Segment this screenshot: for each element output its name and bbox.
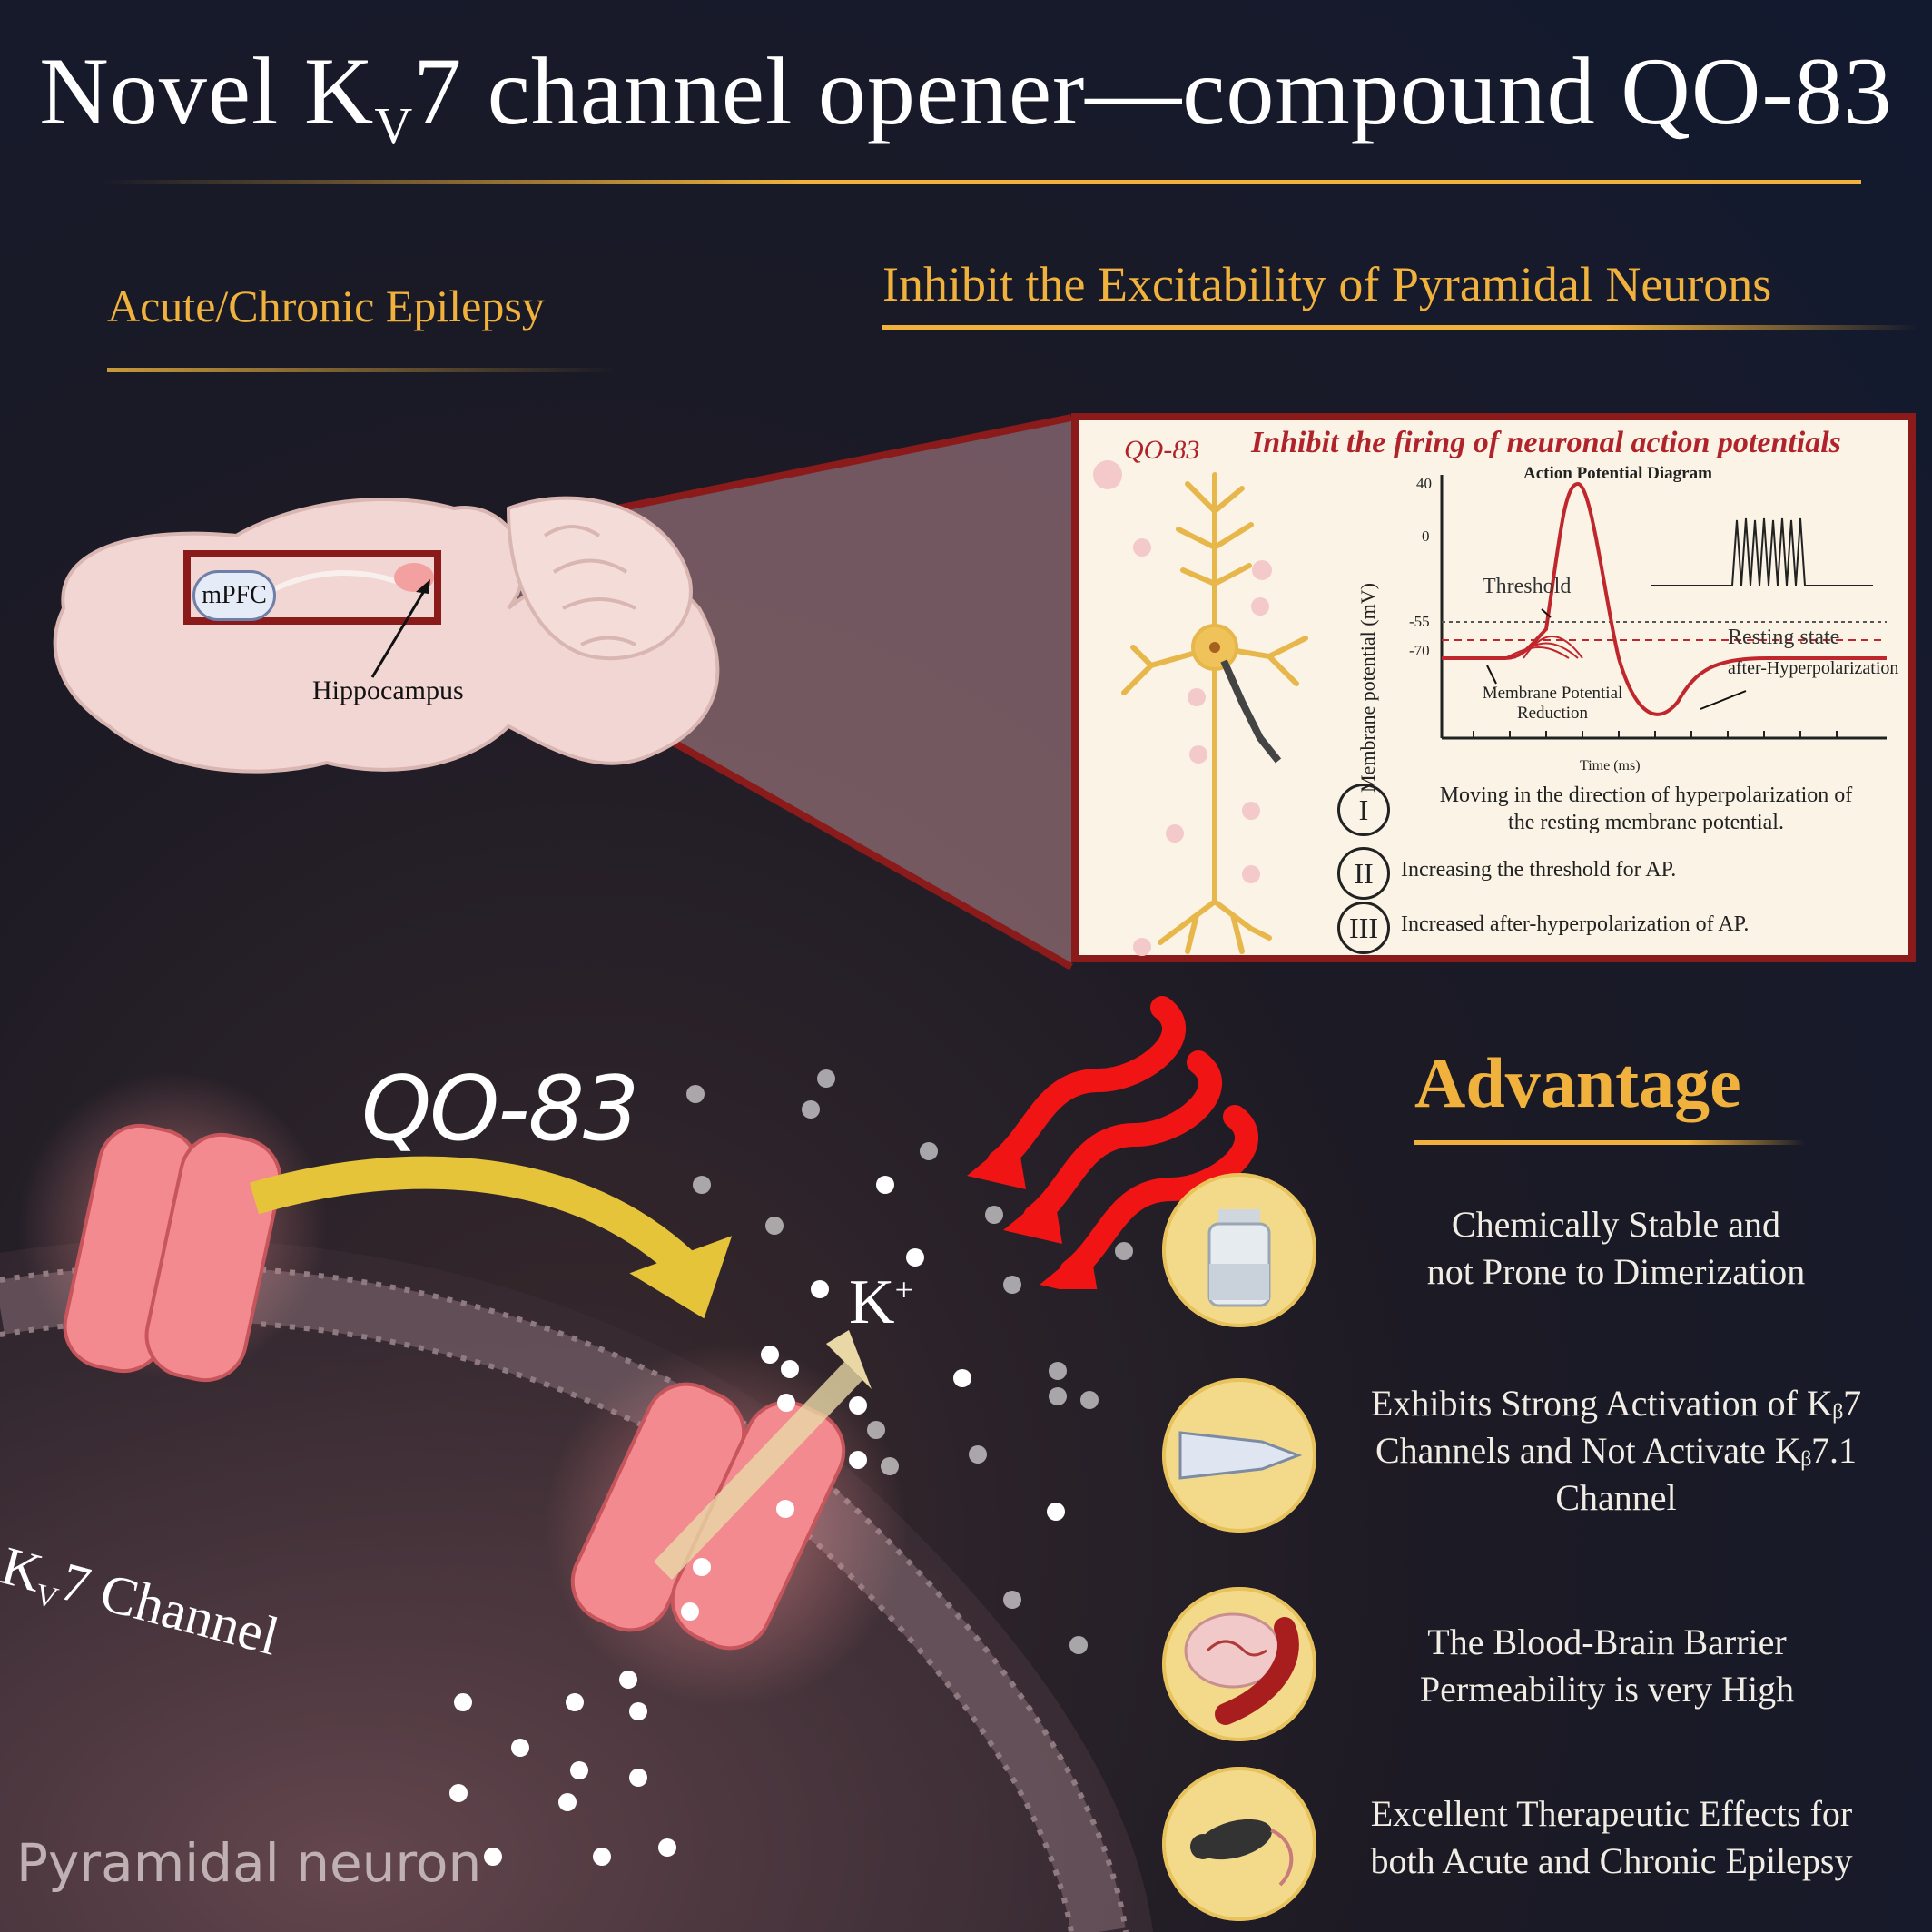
action-potential-trace [1442,481,1887,716]
bottle-icon [1162,1173,1316,1327]
right-heading: Inhibit the Excitability of Pyramidal Ne… [882,257,1772,311]
efflux-arrow [654,1362,862,1580]
mpfc-label: mPFC [192,570,276,621]
point-3-number: III [1337,902,1390,954]
tick-minus-70: -70 [1409,642,1430,659]
advantage-heading: Advantage [1414,1043,1741,1122]
page-title: Novel KV7 channel opener—compound QO-83 [39,38,1893,156]
resting-state-label: Resting state [1728,626,1840,649]
point-1-text: Moving in the direction of hyperpolariza… [1439,784,1853,834]
ahp-label: after-Hyperpolarization [1728,658,1899,678]
qo83-arrow [249,1156,702,1283]
mouse-icon [1162,1767,1316,1921]
action-potential-chart [1440,475,1887,740]
left-heading-rule [107,368,616,372]
threshold-label: Threshold [1483,575,1572,598]
panel-heading: Inhibit the firing of neuronal action po… [1251,426,1841,459]
pyramidal-neuron-label: Pyramidal neuron [16,1832,482,1894]
action-potential-panel: QO-83 Inhibit the firing of neuronal act… [1071,413,1916,962]
tick-40: 40 [1416,475,1432,492]
hippocampus-label: Hippocampus [312,675,464,705]
tick-minus-55: -55 [1409,613,1430,630]
red-wavy-arrows [967,996,1258,1289]
left-heading: Acute/Chronic Epilepsy [107,281,545,331]
zoom-box [183,550,441,625]
brain-graphic [53,414,1073,971]
hippocampus-pointer [370,586,429,678]
k-ions [449,1070,1133,1866]
brain-shape [53,496,720,774]
point-1-number: I [1337,784,1390,836]
point-2-text: Increasing the threshold for AP. [1401,858,1677,882]
tick-0: 0 [1422,527,1430,545]
right-heading-rule [882,325,1917,330]
panel-qo-label: QO-83 [1124,435,1200,465]
point-3-text: Increased after-hyperpolarization of AP. [1401,912,1750,936]
qo83-label: QO-83 [361,1058,639,1161]
pyramidal-neuron-illustration [1093,460,1308,956]
chart-xlabel: Time (ms) [1580,758,1641,774]
brain-vessel-icon [1162,1587,1316,1741]
chart-title: Action Potential Diagram [1523,464,1712,483]
title-rule [100,180,1861,184]
point-2-number: II [1337,847,1390,900]
k-plus-label: K+ [849,1267,913,1337]
kv7-channel-1 [63,1123,282,1383]
pipette-icon [1162,1378,1316,1533]
spike-train [1651,518,1873,586]
advantage-rule [1414,1140,1805,1145]
membrane-illustration [0,1070,1153,1932]
